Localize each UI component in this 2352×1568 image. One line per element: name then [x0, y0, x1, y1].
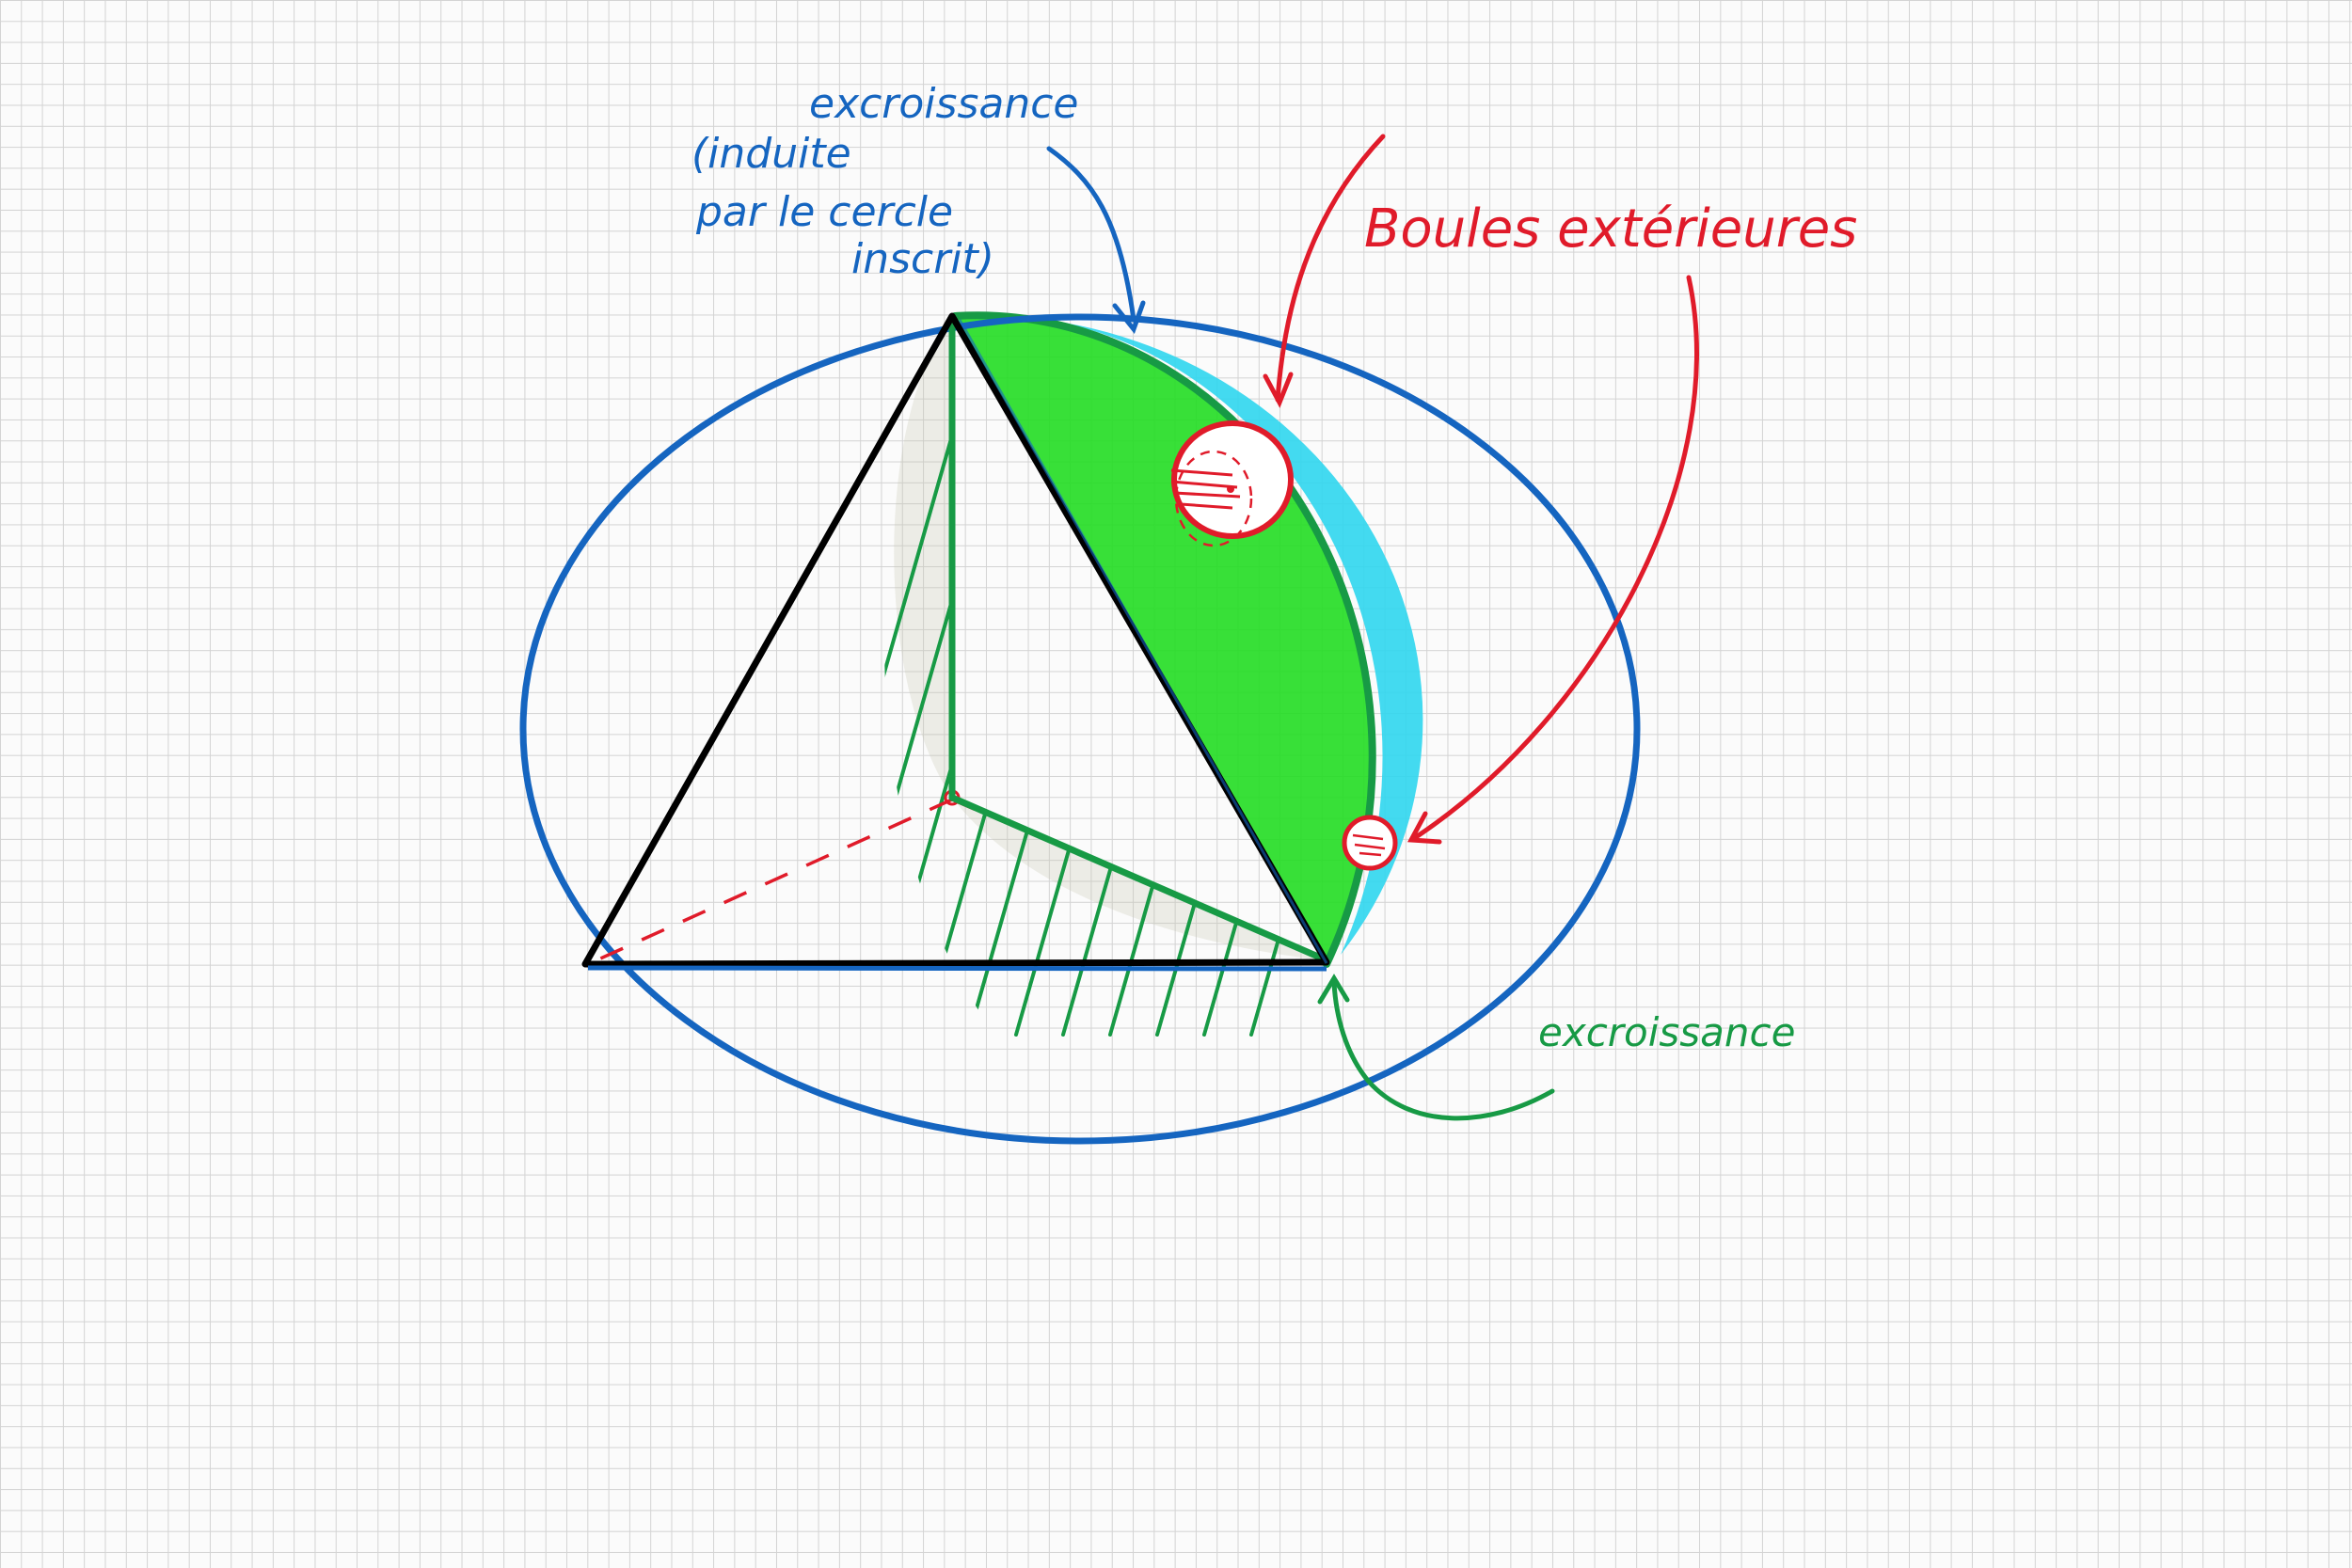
label-blue-induite: (induite — [691, 130, 851, 178]
triangle-base-blue — [587, 965, 1327, 972]
blue-arrow — [1046, 146, 1146, 335]
main-triangle — [581, 312, 1330, 968]
label-blue-inscrit: inscrit) — [851, 235, 994, 283]
circumscribed-circle — [519, 313, 1641, 1145]
exterior-ball-large — [1170, 420, 1294, 547]
shaded-lobe — [894, 316, 1317, 959]
cyan-excroissance-region — [955, 314, 1423, 955]
red-arrow-right — [1406, 275, 1699, 845]
label-boules-exterieures: Boules extérieures — [1364, 198, 1857, 260]
red-arrow-top — [1263, 134, 1386, 408]
label-blue-excroissance: excroissance — [809, 80, 1079, 128]
green-arrow — [1317, 974, 1555, 1121]
exterior-ball-small — [1342, 815, 1398, 871]
triangle-side-blue — [958, 319, 1328, 964]
label-blue-par-le-cercle: par le cercle — [695, 188, 953, 236]
green-inner-triangle — [948, 321, 1328, 963]
label-green-excroissance: excroissance — [1538, 1009, 1795, 1055]
